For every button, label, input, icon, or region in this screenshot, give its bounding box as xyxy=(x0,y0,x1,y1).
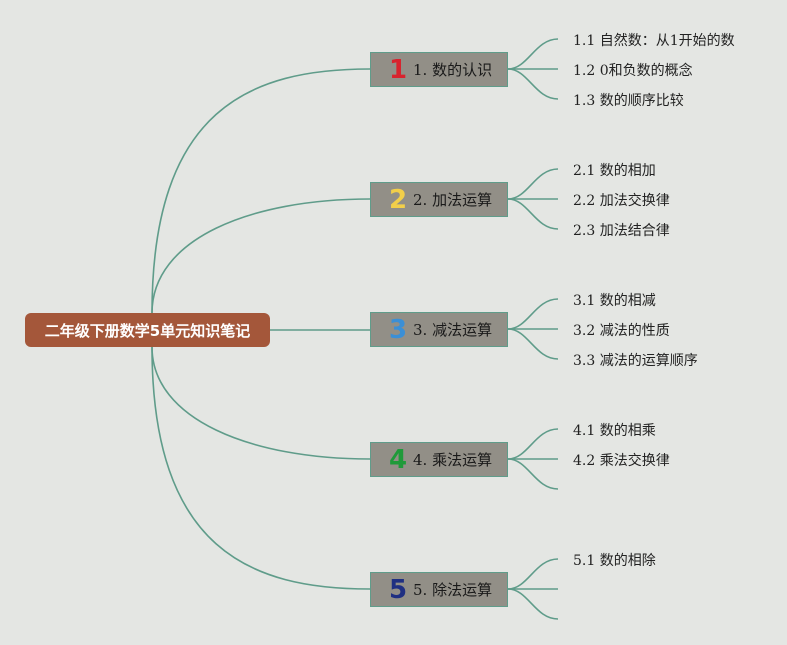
root-topic[interactable]: 二年级下册数学5单元知识笔记 xyxy=(25,313,270,347)
branch-label: 5. 除法运算 xyxy=(413,581,493,599)
branch-leaf-link xyxy=(507,168,559,200)
leaf-topic[interactable]: 3.3 减法的运算顺序 xyxy=(573,353,698,369)
branch-5[interactable]: 5 5. 除法运算 xyxy=(370,572,508,607)
leaf-topic[interactable]: 1.1 自然数：从1开始的数 xyxy=(573,33,735,49)
branch-label: 3. 减法运算 xyxy=(413,321,493,339)
branch-leaf-link xyxy=(507,198,559,230)
branch-3[interactable]: 3 3. 减法运算 xyxy=(370,312,508,347)
branch-label: 2. 加法运算 xyxy=(413,191,493,209)
leaf-topic[interactable]: 5.1 数的相除 xyxy=(573,553,656,569)
branch-leaf-link xyxy=(507,458,559,490)
branch-4[interactable]: 4 4. 乘法运算 xyxy=(370,442,508,477)
leaf-topic[interactable]: 3.2 减法的性质 xyxy=(573,323,670,339)
leaf-topic[interactable]: 2.1 数的相加 xyxy=(573,163,656,179)
branch-leaf-link xyxy=(507,38,559,70)
number-2-icon: 2 xyxy=(389,184,408,215)
branch-1[interactable]: 1 1. 数的认识 xyxy=(370,52,508,87)
number-4-icon: 4 xyxy=(389,444,408,475)
number-1-icon: 1 xyxy=(389,54,408,85)
leaf-topic[interactable]: 2.2 加法交换律 xyxy=(573,193,670,209)
leaf-topic[interactable]: 3.1 数的相减 xyxy=(573,293,656,309)
leaf-topic[interactable]: 4.1 数的相乘 xyxy=(573,423,656,439)
leaf-topic[interactable]: 2.3 加法结合律 xyxy=(573,223,670,239)
branch-leaf-link xyxy=(507,68,559,100)
root-branch-link xyxy=(151,198,371,314)
branch-leaf-link xyxy=(507,588,559,620)
number-3-icon: 3 xyxy=(389,314,408,345)
number-5-icon: 5 xyxy=(389,574,408,605)
leaf-topic[interactable]: 1.2 0和负数的概念 xyxy=(573,63,693,79)
root-branch-link xyxy=(151,68,371,314)
branch-label: 1. 数的认识 xyxy=(413,61,493,79)
root-branch-link xyxy=(151,346,371,590)
branch-leaf-link xyxy=(507,328,559,360)
root-branch-link xyxy=(151,346,371,460)
branch-leaf-link xyxy=(507,428,559,460)
branch-label: 4. 乘法运算 xyxy=(413,451,493,469)
branch-leaf-link xyxy=(507,558,559,590)
branch-2[interactable]: 2 2. 加法运算 xyxy=(370,182,508,217)
branch-leaf-link xyxy=(507,298,559,330)
leaf-topic[interactable]: 4.2 乘法交换律 xyxy=(573,453,670,469)
leaf-topic[interactable]: 1.3 数的顺序比较 xyxy=(573,93,684,109)
